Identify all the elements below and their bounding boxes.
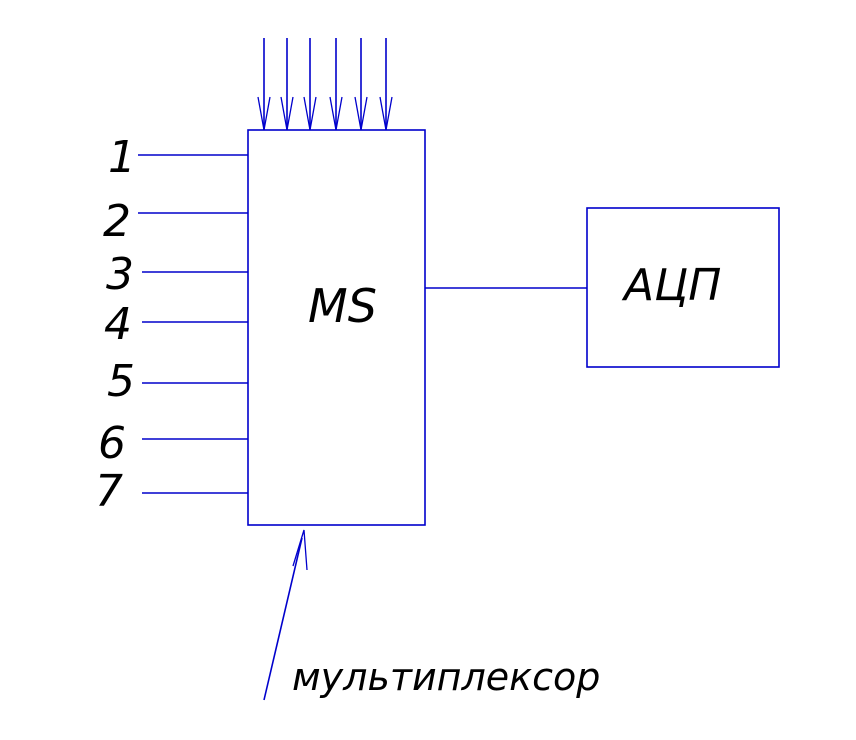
input-channel: 5 [107,356,248,407]
control-arrow [303,38,317,131]
input-lines: 1 234 5 67 [95,132,248,517]
control-input-arrows [257,38,393,131]
input-number-label: 1 [108,132,136,183]
input-channel: 6 [98,418,248,469]
input-number-label: 4 [104,299,132,350]
input-number-label: 5 [107,356,135,407]
input-channel: 4 [104,299,248,350]
input-number-label: 3 [106,249,134,300]
input-channel: 7 [95,466,248,517]
control-arrow [329,38,343,131]
caption-leader-line [263,537,303,701]
control-arrow [280,38,294,131]
input-channel: 2 [103,196,248,247]
input-number-label: 7 [95,466,123,517]
input-number-label: 6 [98,418,126,469]
adc-block [586,207,780,368]
input-channel: 1 [108,132,248,183]
control-arrow [354,38,368,131]
multiplexer-caption: мультиплексор [292,655,600,699]
caption-leader-arrowhead [292,529,308,571]
control-arrow [379,38,393,131]
control-arrow [257,38,271,131]
adc-label: АЦП [621,260,721,311]
multiplexer-label: MS [308,279,377,333]
input-number-label: 2 [103,196,131,247]
multiplexer-block [247,129,426,526]
input-channel: 3 [106,249,248,300]
